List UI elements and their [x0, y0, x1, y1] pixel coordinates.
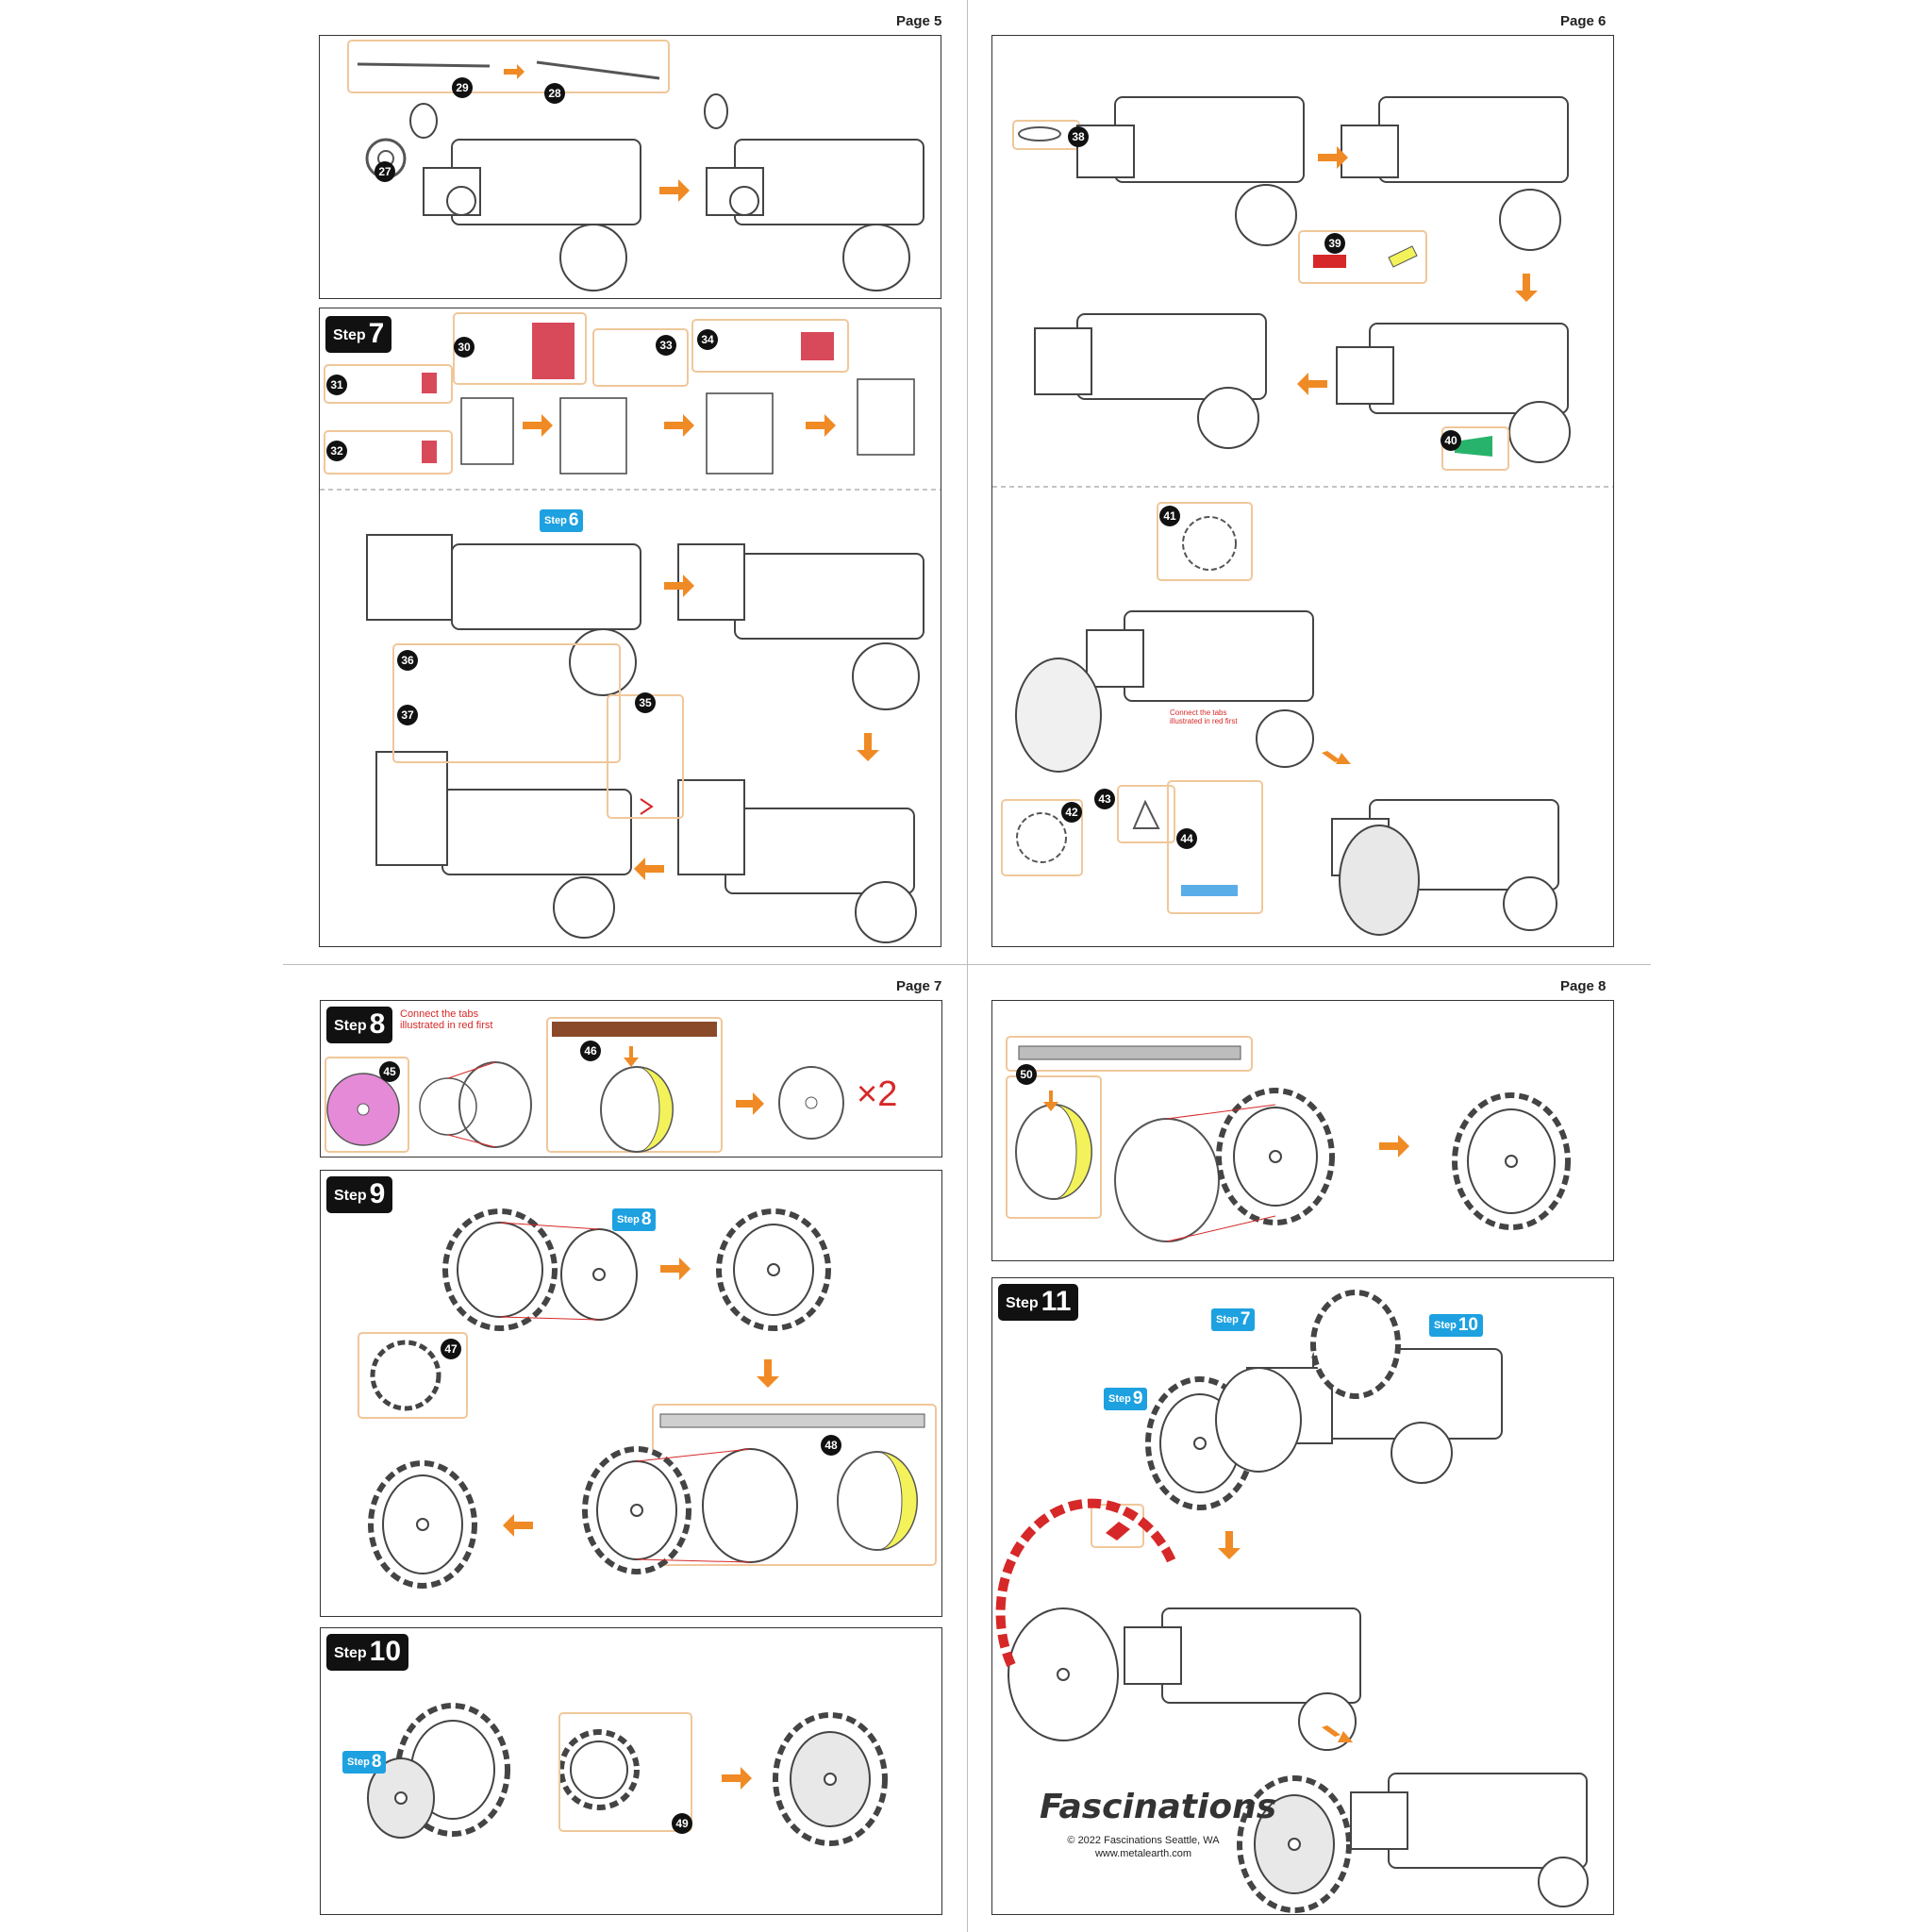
page5-top-panel: 29 28 27 — [319, 35, 941, 299]
page8-top-panel: 50 — [991, 1000, 1614, 1261]
part-29-label: 29 — [452, 77, 473, 98]
part-46-label: 46 — [580, 1041, 601, 1061]
part-33-label: 33 — [656, 335, 676, 356]
part-38-label: 38 — [1068, 126, 1089, 147]
part-42-label: 42 — [1061, 802, 1082, 823]
part-31-label: 31 — [326, 375, 347, 395]
part-37-label: 37 — [397, 705, 418, 725]
part-47-label: 47 — [441, 1339, 461, 1359]
page7-step9-diagram — [358, 1208, 937, 1589]
page5-top-diagram — [347, 40, 924, 291]
page7-step8-diagram — [325, 1017, 844, 1153]
page6-diagram — [992, 96, 1613, 936]
vertical-divider — [967, 0, 968, 1932]
part-50-label: 50 — [1016, 1064, 1037, 1085]
part-49-label: 49 — [672, 1813, 692, 1834]
page-number-7: Page 7 — [896, 978, 942, 994]
fascinations-logo: Fascinations — [1040, 1788, 1277, 1826]
multiplier-x2: ×2 — [857, 1074, 898, 1114]
part-36-label: 36 — [397, 650, 418, 671]
page6-panel: 38 39 40 41 Connect the tabs illustrated… — [991, 35, 1614, 947]
part-45-label: 45 — [379, 1061, 400, 1082]
page-number-5: Page 5 — [896, 13, 942, 29]
part-43-label: 43 — [1094, 789, 1115, 809]
part-28-label: 28 — [544, 83, 565, 104]
part-32-label: 32 — [326, 441, 347, 461]
part-39-label: 39 — [1324, 233, 1345, 254]
copyright-text: © 2022 Fascinations Seattle, WA — [1067, 1835, 1220, 1846]
page8-top-diagram — [1006, 1036, 1571, 1242]
part-27-label: 27 — [375, 161, 395, 182]
horizontal-divider — [283, 964, 1651, 965]
page-number-6: Page 6 — [1560, 13, 1607, 29]
part-30-label: 30 — [454, 337, 475, 358]
part-48-label: 48 — [821, 1435, 841, 1456]
step8-red-note: Connect the tabs illustrated in red firs… — [400, 1008, 493, 1031]
part-44-label: 44 — [1176, 828, 1197, 849]
part-35-label: 35 — [635, 692, 656, 713]
page8-step11-diagram — [995, 1290, 1589, 1913]
part-34-label: 34 — [697, 329, 718, 350]
page5-step7-diagram — [320, 312, 941, 943]
part-41-label: 41 — [1159, 506, 1180, 526]
website-url: www.metalearth.com — [1094, 1848, 1192, 1859]
page6-red-note: Connect the tabs illustrated in red firs… — [1170, 708, 1238, 725]
page-number-8: Page 8 — [1560, 978, 1607, 994]
page7-step10-diagram — [367, 1703, 888, 1846]
part-40-label: 40 — [1441, 430, 1461, 451]
